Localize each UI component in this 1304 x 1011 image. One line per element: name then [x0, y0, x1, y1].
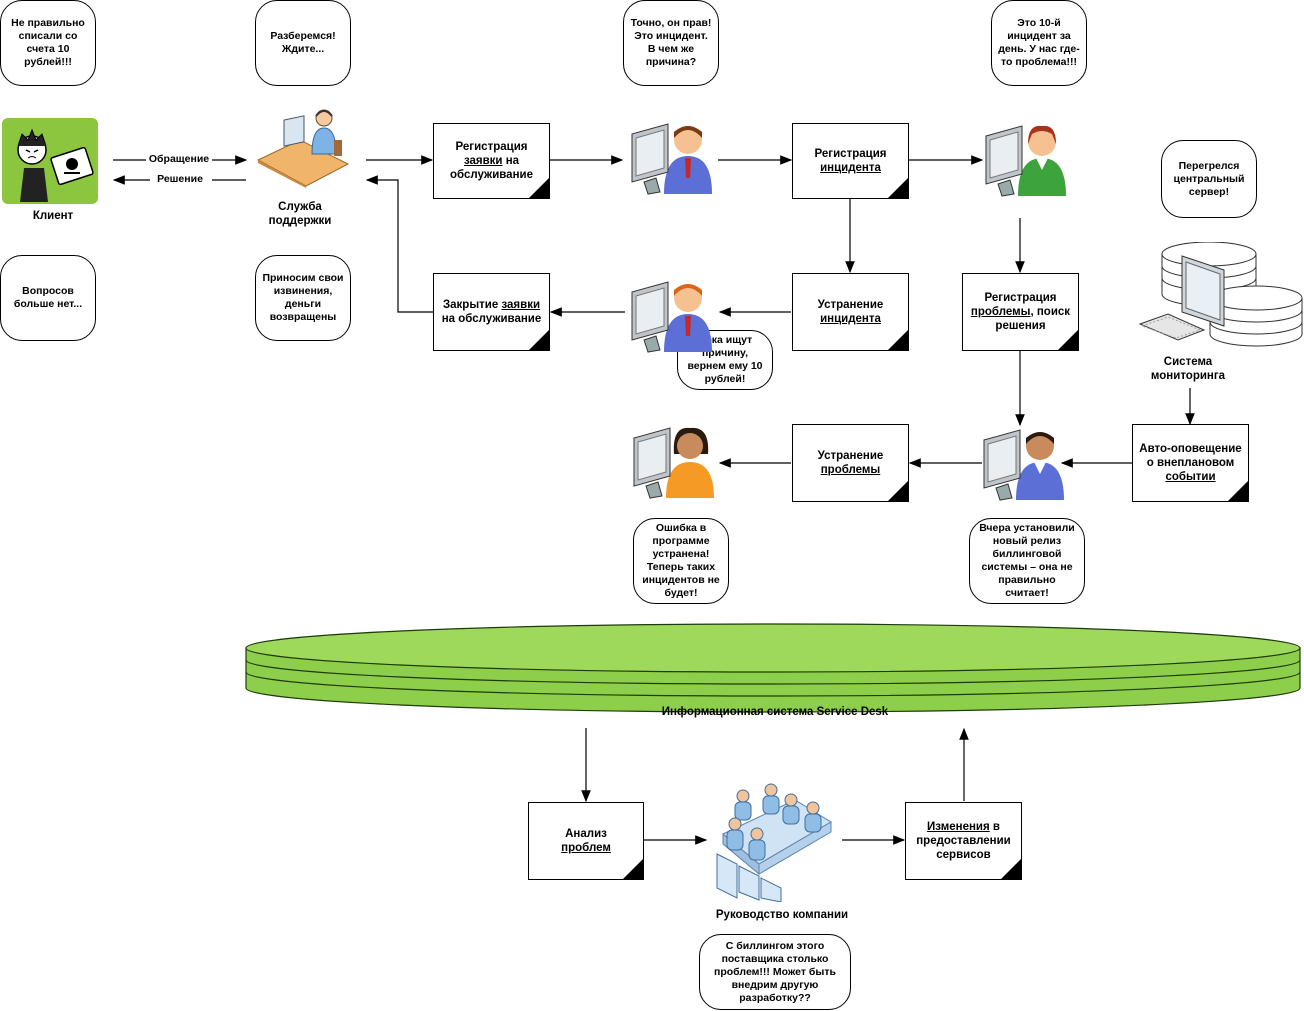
support-caption-line1: Служба: [278, 201, 322, 213]
agent-3-icon: [631, 281, 712, 353]
bubble-agent-refund: Пока ищут причину, вернем ему 10 рублей!: [677, 330, 773, 390]
support-caption: Служба поддержки: [240, 200, 360, 228]
box-auto-alert: Авто-оповещение о внеплановом событии: [1132, 424, 1249, 502]
solution-label: Решение: [157, 173, 203, 185]
agent-4-icon: [983, 429, 1064, 501]
bubble-agent1-thought: Точно, он прав! Это инцидент. В чем же п…: [623, 0, 719, 86]
management-meeting-icon: [716, 783, 832, 902]
agent-2-icon: [985, 125, 1066, 197]
box-request-registration: Регистрация заявки на обслуживание: [433, 123, 550, 199]
bubble-agent2-thought: Это 10-й инцидент за день. У нас где-то …: [991, 0, 1087, 86]
bubble-client-done: Вопросов больше нет...: [0, 255, 96, 341]
bubble-support-reply: Разберемся! Ждите...: [255, 0, 351, 86]
management-caption: Руководство компании: [715, 909, 849, 921]
support-caption-line2: поддержки: [268, 215, 332, 227]
appeal-label: Обращение: [148, 153, 210, 165]
agent-1-icon: [631, 123, 712, 195]
bubble-client-complaint: Не правильно списали со счета 10 рублей!…: [0, 0, 96, 86]
arrow-reqclose-to-support: [365, 175, 433, 313]
monitoring-caption-line2: мониторинга: [1150, 370, 1226, 382]
bubble-support-apology: Приносим свои извинения, деньги возвраще…: [255, 255, 351, 341]
monitoring-caption: Система мониторинга: [1128, 355, 1248, 383]
bubble-fixed-note: Ошибка в программе устранена! Теперь так…: [633, 518, 729, 604]
bubble-server-note: Перегрелся центральный сервер!: [1161, 140, 1257, 218]
box-service-changes: Изменения в предоставлении сервисов: [905, 802, 1022, 880]
monitoring-caption-line1: Система: [1163, 356, 1213, 368]
support-desk-icon: [256, 109, 350, 188]
box-request-closing: Закрытие заявки на обслуживание: [433, 273, 550, 351]
client-icon: [2, 118, 98, 204]
service-desk-disk: [245, 623, 1301, 713]
box-problem-registration: Регистрация проблемы, поиск решения: [962, 273, 1079, 351]
monitoring-system-icon: [1138, 242, 1303, 347]
service-desk-label: Информационная система Service Desk: [661, 706, 889, 718]
bubble-release-note: Вчера установили новый релиз биллинговой…: [969, 518, 1085, 604]
client-caption: Клиент: [32, 210, 74, 222]
bubble-management-note: С биллингом этого поставщика столько про…: [699, 934, 851, 1010]
agent-5-icon: [633, 427, 714, 499]
